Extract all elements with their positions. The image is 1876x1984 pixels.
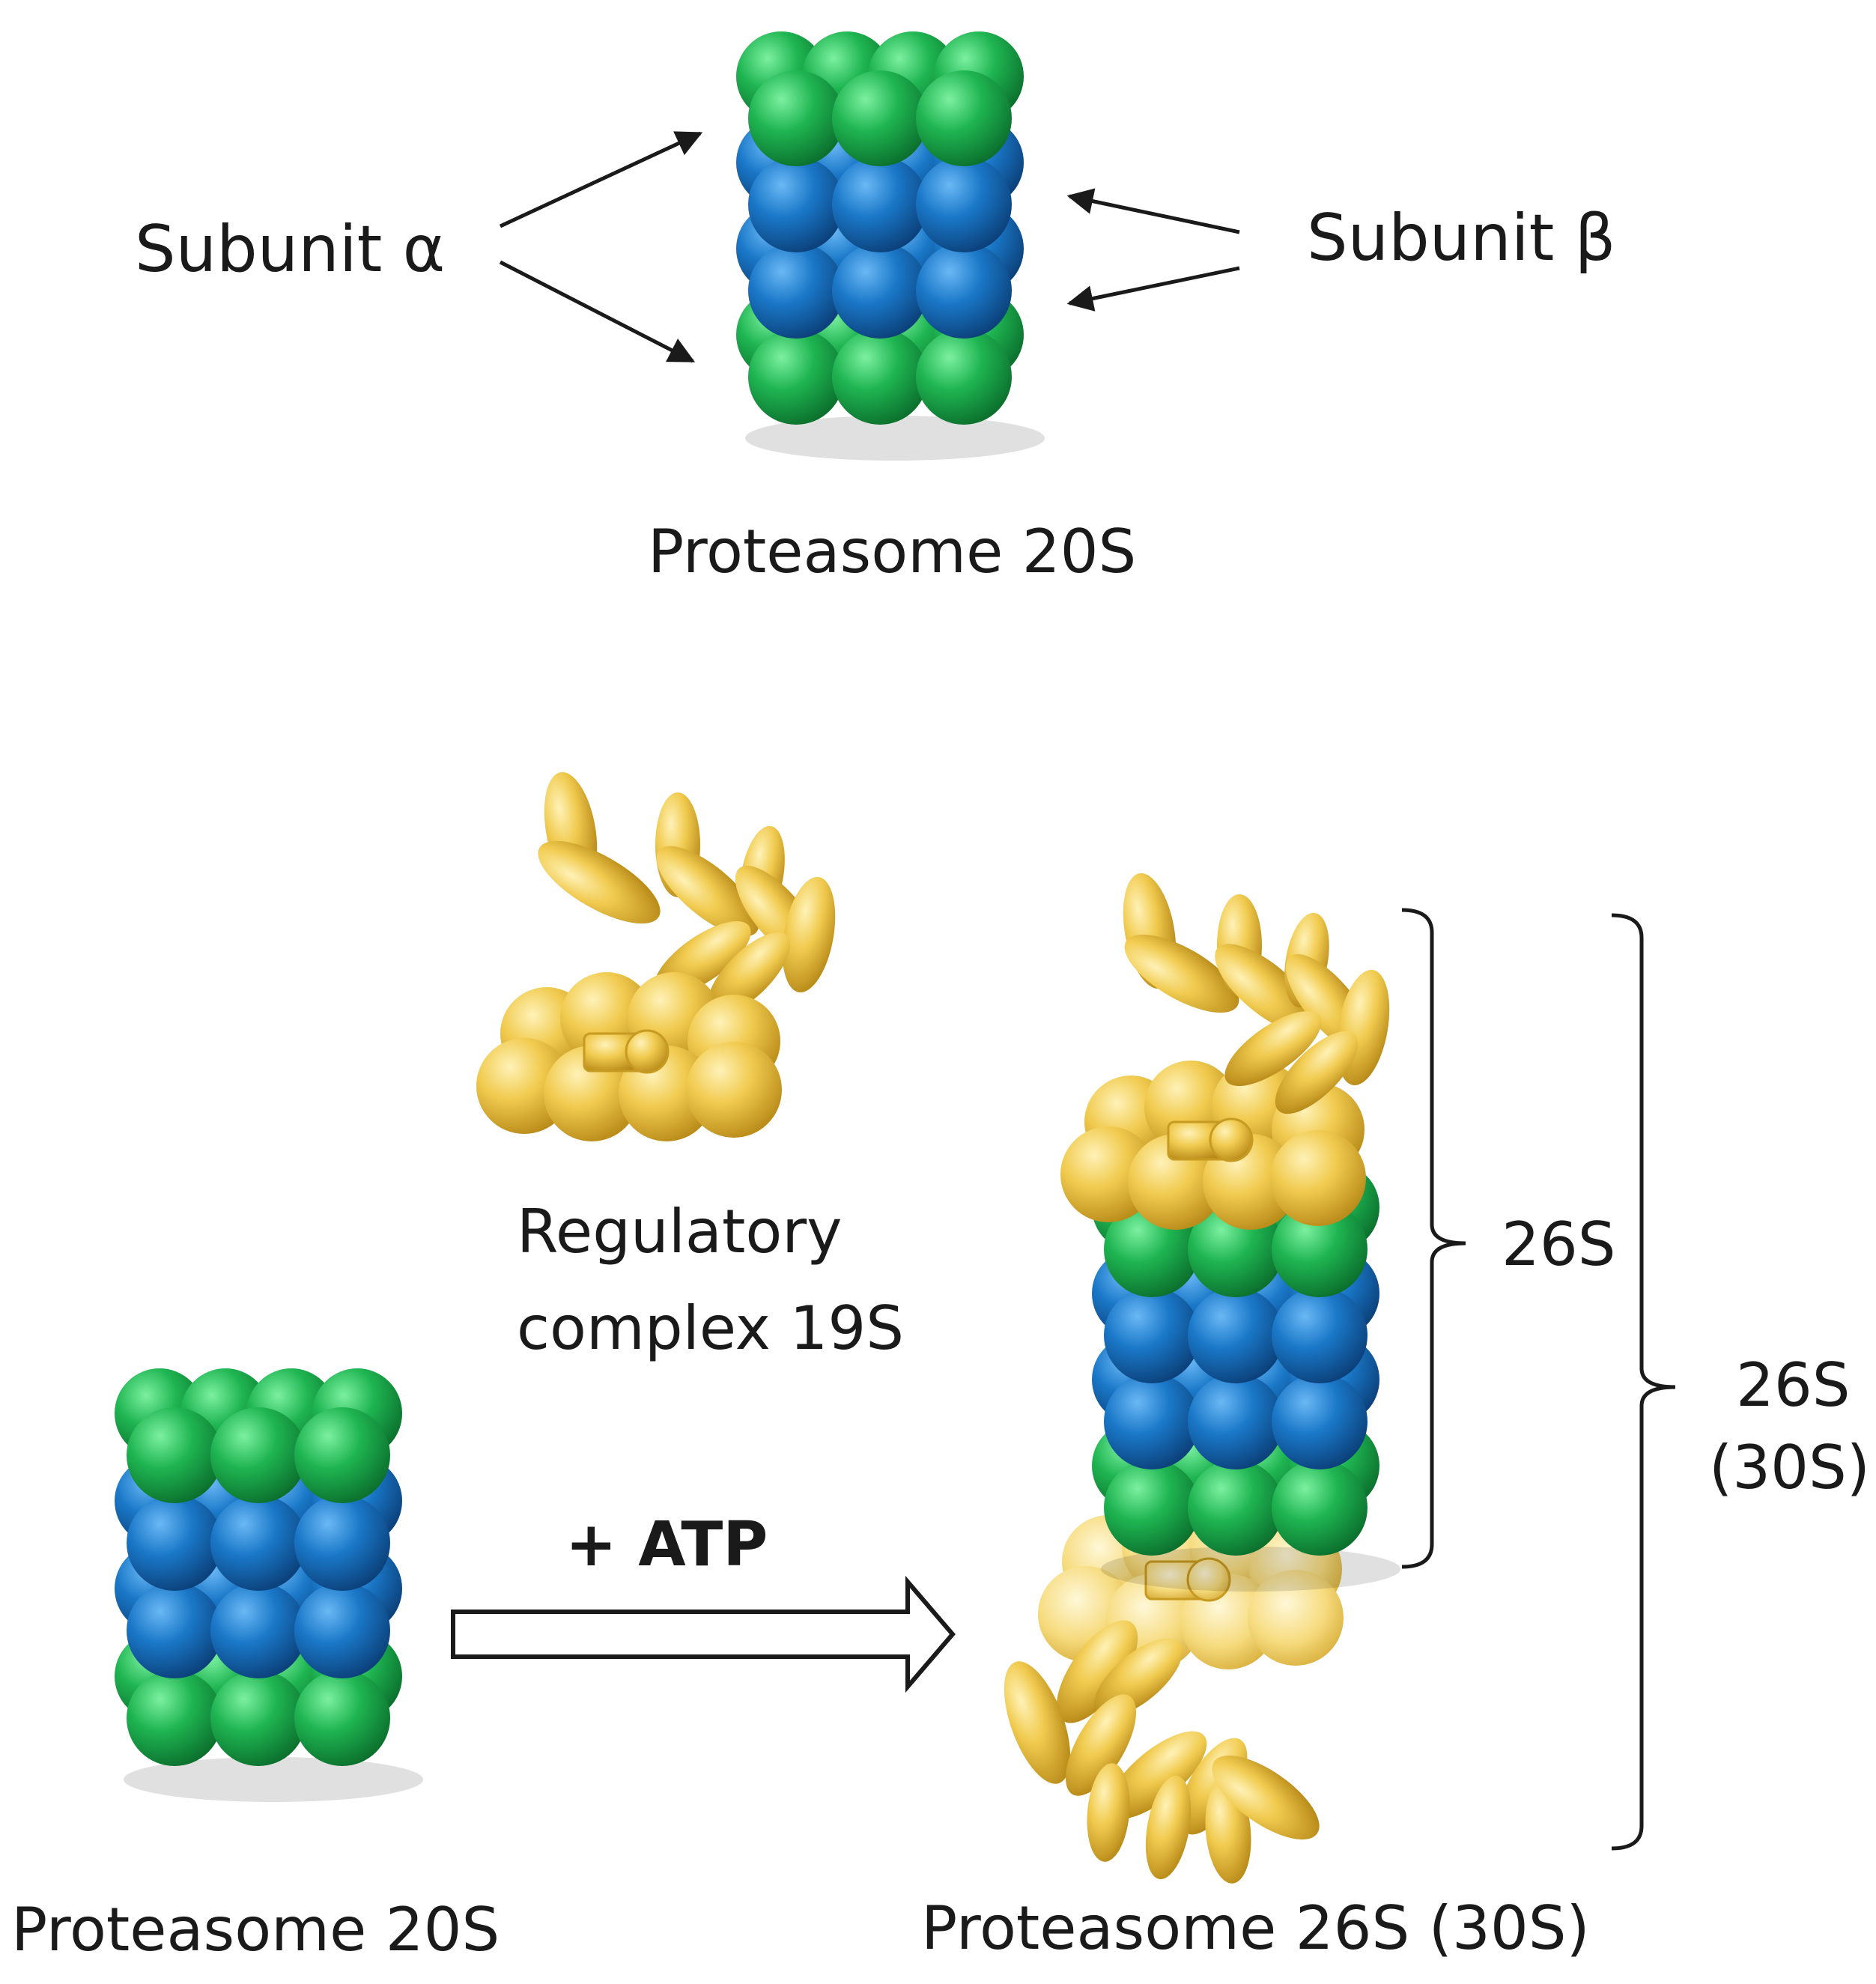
beta-subunit-sphere bbox=[832, 243, 928, 339]
regulatory-atpase-knob bbox=[625, 1029, 670, 1074]
regulatory-complex-19s bbox=[476, 771, 836, 1141]
alpha-subunit-sphere bbox=[127, 1407, 222, 1503]
bracket-26s bbox=[1401, 908, 1466, 1569]
regulatory-subunit-lobe bbox=[1215, 944, 1317, 1034]
alpha-subunit-sphere bbox=[210, 1670, 306, 1766]
alpha-subunit-sphere bbox=[1188, 1460, 1284, 1556]
alpha-subunit-sphere bbox=[916, 70, 1012, 166]
regulatory-base-sphere bbox=[1270, 1130, 1366, 1226]
proteasome-26s-30s bbox=[1004, 873, 1400, 1884]
regulatory-subunit-lobe bbox=[1212, 1755, 1320, 1840]
regulatory-subunit-lobe bbox=[782, 876, 836, 993]
proteasome-20s-top bbox=[736, 31, 1045, 461]
beta-subunit-sphere bbox=[127, 1583, 222, 1678]
cylinder-shadow bbox=[745, 416, 1045, 461]
alpha-subunit-sphere bbox=[1104, 1460, 1200, 1556]
alpha-ring-top bbox=[736, 31, 1024, 166]
alpha-subunit-sphere bbox=[748, 70, 844, 166]
beta-subunit-sphere bbox=[748, 157, 844, 252]
beta-subunit-sphere bbox=[127, 1495, 222, 1591]
alpha-ring-top bbox=[115, 1368, 402, 1503]
regulatory-19s-upper-base bbox=[1060, 1061, 1366, 1230]
alpha-subunit-sphere bbox=[294, 1670, 390, 1766]
alpha-subunit-sphere bbox=[294, 1407, 390, 1503]
beta-arrow-upper bbox=[1066, 188, 1240, 234]
alpha-subunit-sphere bbox=[832, 70, 928, 166]
plus-atp-label: + ATP bbox=[565, 1509, 768, 1580]
proteasome-20s-bottom-label: Proteasome 20S bbox=[11, 1895, 500, 1965]
regulatory-subunit-lobe bbox=[1087, 1763, 1130, 1862]
regulatory-subunit-lobe bbox=[1004, 1661, 1071, 1784]
regulatory-atpase-knob bbox=[1209, 1117, 1254, 1162]
alpha-arrow-lower bbox=[499, 260, 696, 363]
regulatory-subunit-lobe bbox=[1275, 1031, 1359, 1114]
regulatory-subunit-lobe bbox=[1124, 934, 1239, 1013]
alpha-subunit-sphere bbox=[832, 329, 928, 425]
proteasome-26s-30s-label: Proteasome 26S (30S) bbox=[921, 1893, 1590, 1963]
beta-arrow-lower bbox=[1066, 266, 1240, 312]
regulatory-base-sphere bbox=[686, 1042, 782, 1138]
proteasome-20s-bottom bbox=[115, 1368, 423, 1802]
regulatory-subunit-lobe bbox=[1056, 1620, 1138, 1723]
cylinder-shadow bbox=[1101, 1547, 1400, 1592]
regulatory-subunit-lobe bbox=[707, 932, 791, 1016]
beta-subunit-sphere bbox=[916, 157, 1012, 252]
cylinder-shadow bbox=[124, 1757, 423, 1802]
beta-subunit-sphere bbox=[210, 1583, 306, 1678]
beta-subunit-sphere bbox=[294, 1583, 390, 1678]
alpha-arrow-upper bbox=[499, 131, 703, 228]
proteasome-26s-core bbox=[1092, 1162, 1400, 1592]
subunit-alpha-label: Subunit α bbox=[135, 212, 446, 287]
regulatory-subunit-lobe bbox=[1065, 1694, 1137, 1796]
alpha-subunit-sphere bbox=[127, 1670, 222, 1766]
alpha-subunit-sphere bbox=[1272, 1460, 1367, 1556]
bracket-26s-30s-outer bbox=[1611, 913, 1676, 1851]
regulatory-19s-upper-lobes bbox=[1123, 873, 1390, 1114]
regulatory-subunit-lobe bbox=[1145, 1775, 1192, 1880]
beta-subunit-sphere bbox=[1104, 1374, 1200, 1469]
bracket-outer-30s-label: (30S) bbox=[1709, 1433, 1870, 1502]
proteasome-20s-top-label: Proteasome 20S bbox=[648, 517, 1137, 586]
atp-reaction-arrow bbox=[451, 1575, 956, 1693]
alpha-subunit-sphere bbox=[748, 329, 844, 425]
beta-subunit-sphere bbox=[832, 157, 928, 252]
regulatory-complex-label-line2: complex 19S bbox=[517, 1293, 905, 1363]
beta-subunit-sphere bbox=[1272, 1374, 1367, 1469]
beta-subunit-sphere bbox=[916, 243, 1012, 339]
regulatory-19s-lower-lobes bbox=[1004, 1620, 1320, 1884]
regulatory-complex-label-line1: Regulatory bbox=[517, 1197, 843, 1266]
regulatory-subunit-lobe bbox=[1107, 1731, 1207, 1819]
alpha-subunit-sphere bbox=[1272, 1201, 1367, 1297]
beta-subunit-sphere bbox=[294, 1495, 390, 1591]
beta-subunit-sphere bbox=[1188, 1374, 1284, 1469]
regulatory-subunit-lobe bbox=[538, 840, 661, 924]
alpha-subunit-sphere bbox=[916, 329, 1012, 425]
regulatory-subunit-lobe bbox=[1224, 1010, 1322, 1087]
beta-subunit-sphere bbox=[210, 1495, 306, 1591]
beta-subunit-sphere bbox=[1104, 1287, 1200, 1383]
subunit-beta-label: Subunit β bbox=[1307, 201, 1616, 276]
bracket-outer-26s-label: 26S bbox=[1736, 1350, 1851, 1420]
beta-subunit-sphere bbox=[1272, 1287, 1367, 1383]
bracket-26s-label: 26S bbox=[1502, 1210, 1616, 1279]
beta-subunit-sphere bbox=[1188, 1287, 1284, 1383]
regulatory-19s-base bbox=[476, 972, 782, 1141]
beta-subunit-sphere bbox=[748, 243, 844, 339]
regulatory-subunit-lobe bbox=[656, 846, 759, 937]
regulatory-base-sphere bbox=[1248, 1570, 1344, 1666]
alpha-subunit-sphere bbox=[210, 1407, 306, 1503]
regulatory-atpase-knob bbox=[1186, 1557, 1231, 1602]
